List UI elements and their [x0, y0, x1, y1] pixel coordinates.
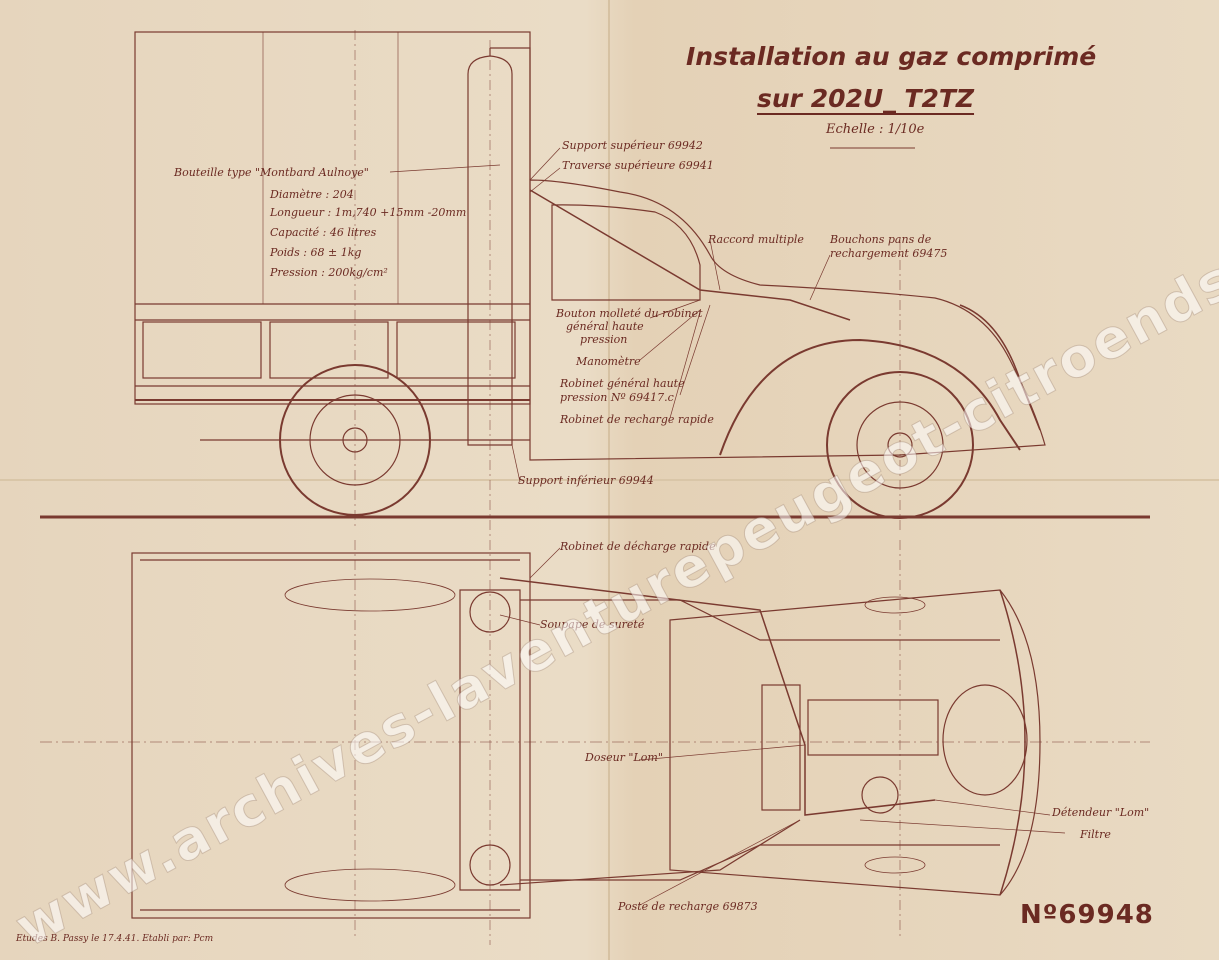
spec-weight: Poids : 68 ± 1kg — [270, 246, 362, 259]
label-bouton-3: pression — [580, 333, 628, 346]
label-support-inferieur: Support inférieur 69944 — [518, 474, 654, 487]
front-fender — [719, 338, 1021, 456]
grille-plan — [942, 684, 1028, 796]
drawing-credits: Etudes B. Passy le 17.4.41. Etabli par: … — [16, 934, 214, 944]
spec-capacity: Capacité : 46 litres — [270, 226, 377, 239]
label-raccord-multiple: Raccord multiple — [708, 233, 804, 246]
label-traverse-superieure: Traverse supérieure 69941 — [562, 159, 714, 172]
drawing-title: Installation au gaz comprimé — [686, 42, 1097, 71]
drawing-scale: Echelle : 1/10e — [826, 122, 925, 137]
side-view — [40, 30, 1150, 945]
label-robinet-general-2: pression Nº 69417.c — [560, 391, 674, 404]
label-bouchons: Bouchons pans de — [830, 233, 932, 246]
cab-outline — [529, 179, 1046, 461]
label-support-superieur: Support supérieur 69942 — [562, 139, 703, 152]
spec-type: Bouteille type "Montbard Aulnoye" — [174, 166, 369, 179]
label-soupape: Soupape de sureté — [540, 618, 645, 631]
drawing-subtitle: sur 202U_ T2TZ — [757, 84, 975, 113]
label-bouchons-2: rechargement 69475 — [830, 247, 948, 260]
spec-length: Longueur : 1m,740 +15mm -20mm — [270, 206, 467, 219]
document-number: Nº69948 — [1020, 900, 1154, 930]
cargo-box-plan — [131, 552, 531, 919]
label-bouton-2: général haute — [566, 320, 644, 333]
gas-cylinder — [467, 55, 513, 446]
label-robinet-decharge: Robinet de décharge rapide — [560, 540, 716, 553]
cylinder-plan — [459, 589, 521, 891]
label-robinet-recharge: Robinet de recharge rapide — [560, 413, 714, 426]
label-bouton-1: Bouton molleté du robinet — [556, 307, 703, 320]
spec-diameter: Diamètre : 204 — [270, 188, 354, 201]
cab-plan — [669, 589, 1041, 896]
top-view — [40, 540, 1150, 940]
label-filtre: Filtre — [1080, 828, 1111, 841]
label-doseur: Doseur "Lom" — [585, 751, 663, 764]
leader-lines — [389, 147, 831, 483]
label-manometre: Manomètre — [576, 355, 641, 368]
label-detendeur: Détendeur "Lom" — [1052, 806, 1150, 819]
label-robinet-general-1: Robinet général haute — [560, 377, 685, 390]
cab-window — [551, 204, 701, 301]
label-poste-recharge: Poste de recharge 69873 — [618, 900, 758, 913]
spec-pressure: Pression : 200kg/cm² — [270, 266, 388, 279]
